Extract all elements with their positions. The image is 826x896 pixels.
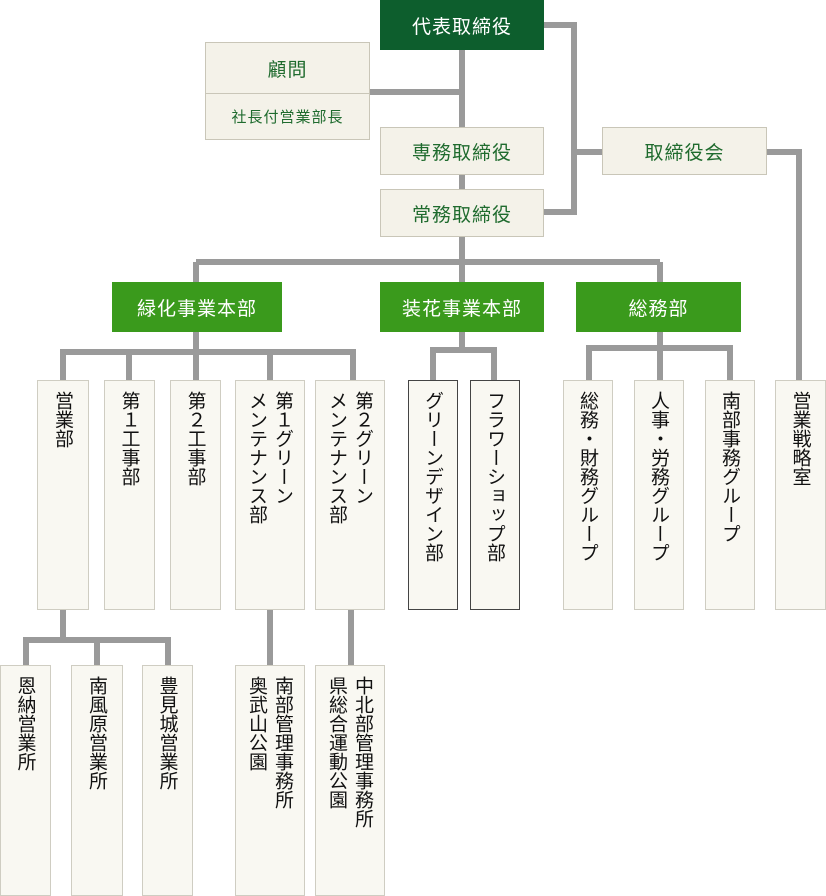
advisor-box: 顧問 社長付営業部長	[205, 42, 370, 140]
board-box: 取締役会	[602, 127, 767, 175]
general-affairs-box: 総務部	[576, 282, 741, 332]
landscaping-division-box: 装花事業本部	[380, 282, 544, 332]
advisor-title: 顧問	[267, 58, 308, 81]
connector-greening-bus	[60, 332, 356, 380]
green-design-box: グリーンデザイン部	[408, 380, 458, 610]
flower-shop-box: フラワーショップ部	[470, 380, 520, 610]
south-office-group-box: 南部事務グループ	[705, 380, 755, 610]
sales-dept-box: 営業部	[37, 380, 89, 610]
senior-md-box: 専務取締役	[380, 127, 544, 175]
hr-group-box: 人事・労務グループ	[634, 380, 684, 610]
green-maintenance-1-box: 第１グリーン メンテナンス部	[235, 380, 305, 610]
connector-sales-offices	[23, 610, 171, 665]
kenso-office-box: 中北部管理事務所 県総合運動公園	[315, 665, 385, 896]
green-maintenance-2-box: 第２グリーン メンテナンス部	[315, 380, 385, 610]
construction-1-box: 第１工事部	[104, 380, 155, 610]
okuyama-office-box: 南部管理事務所 奥武山公園	[235, 665, 305, 896]
sales-strategy-box: 営業戦略室	[775, 380, 826, 610]
connector-general-bus	[586, 332, 733, 380]
advisor-divider	[206, 93, 369, 94]
connector-ceo-board	[544, 22, 577, 215]
connector-landscaping-bus	[430, 332, 497, 380]
tomigusuku-office-box: 豊見城営業所	[142, 665, 193, 896]
finance-group-box: 総務・財務グループ	[563, 380, 613, 610]
advisor-subtitle: 社長付営業部長	[231, 108, 344, 126]
onna-office-box: 恩納営業所	[0, 665, 51, 896]
nanpu-office-box: 南風原営業所	[71, 665, 123, 896]
greening-division-box: 緑化事業本部	[112, 282, 282, 332]
ceo-box: 代表取締役	[380, 0, 544, 50]
construction-2-box: 第２工事部	[170, 380, 221, 610]
connector-board-strategy	[767, 149, 802, 380]
md-box: 常務取締役	[380, 189, 544, 237]
